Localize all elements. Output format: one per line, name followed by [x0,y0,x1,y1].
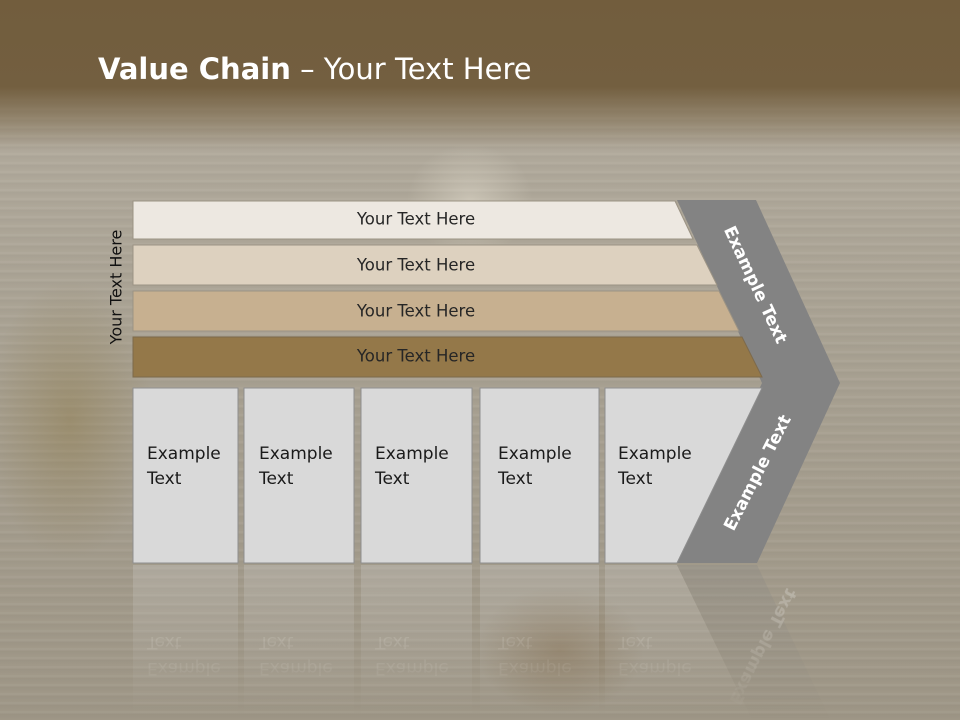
reflection-text-3: Example [375,658,449,678]
bar-3 [132,290,740,332]
bar-1 [132,200,694,240]
box-2 [243,387,355,564]
reflection-text-5: Example [618,658,692,678]
box-5-line-2: Text [617,469,653,489]
reflection-text-2b: Text [258,632,294,652]
bar-1-label: Your Text Here [356,210,475,229]
reflection-text-2: Example [259,658,333,678]
box-1 [132,387,239,564]
box-4-line-2: Text [497,469,533,489]
box-5-line-1: Example [618,444,692,464]
bar-3-label: Your Text Here [356,302,475,321]
bar-2-label: Your Text Here [356,256,475,275]
bar-4 [132,336,763,378]
reflection-text-1b: Text [146,632,182,652]
header-band [0,0,960,150]
box-3 [360,387,473,564]
bar-2 [132,244,718,286]
diagram-reflection: Example Text Example Text Example Text E… [133,565,831,720]
box-4-line-1: Example [498,444,572,464]
slide-title: Value Chain – Your Text Here [98,52,532,86]
title-rest: – Your Text Here [290,52,532,86]
title-bold: Value Chain [98,52,291,86]
box-1-line-1: Example [147,444,221,464]
reflection-text-4: Example [498,658,572,678]
box-3-line-2: Text [374,469,410,489]
reflection-text-3b: Text [374,632,410,652]
box-5 [604,387,763,564]
box-3-line-1: Example [375,444,449,464]
bar-4-label: Your Text Here [356,347,475,366]
chevron-shape [677,200,840,563]
box-1-line-2: Text [146,469,182,489]
box-2-line-2: Text [258,469,294,489]
reflection-text-4b: Text [497,632,533,652]
reflection-text-5b: Text [617,632,653,652]
box-2-line-1: Example [259,444,333,464]
reflection-text-1: Example [147,658,221,678]
box-4 [479,387,600,564]
